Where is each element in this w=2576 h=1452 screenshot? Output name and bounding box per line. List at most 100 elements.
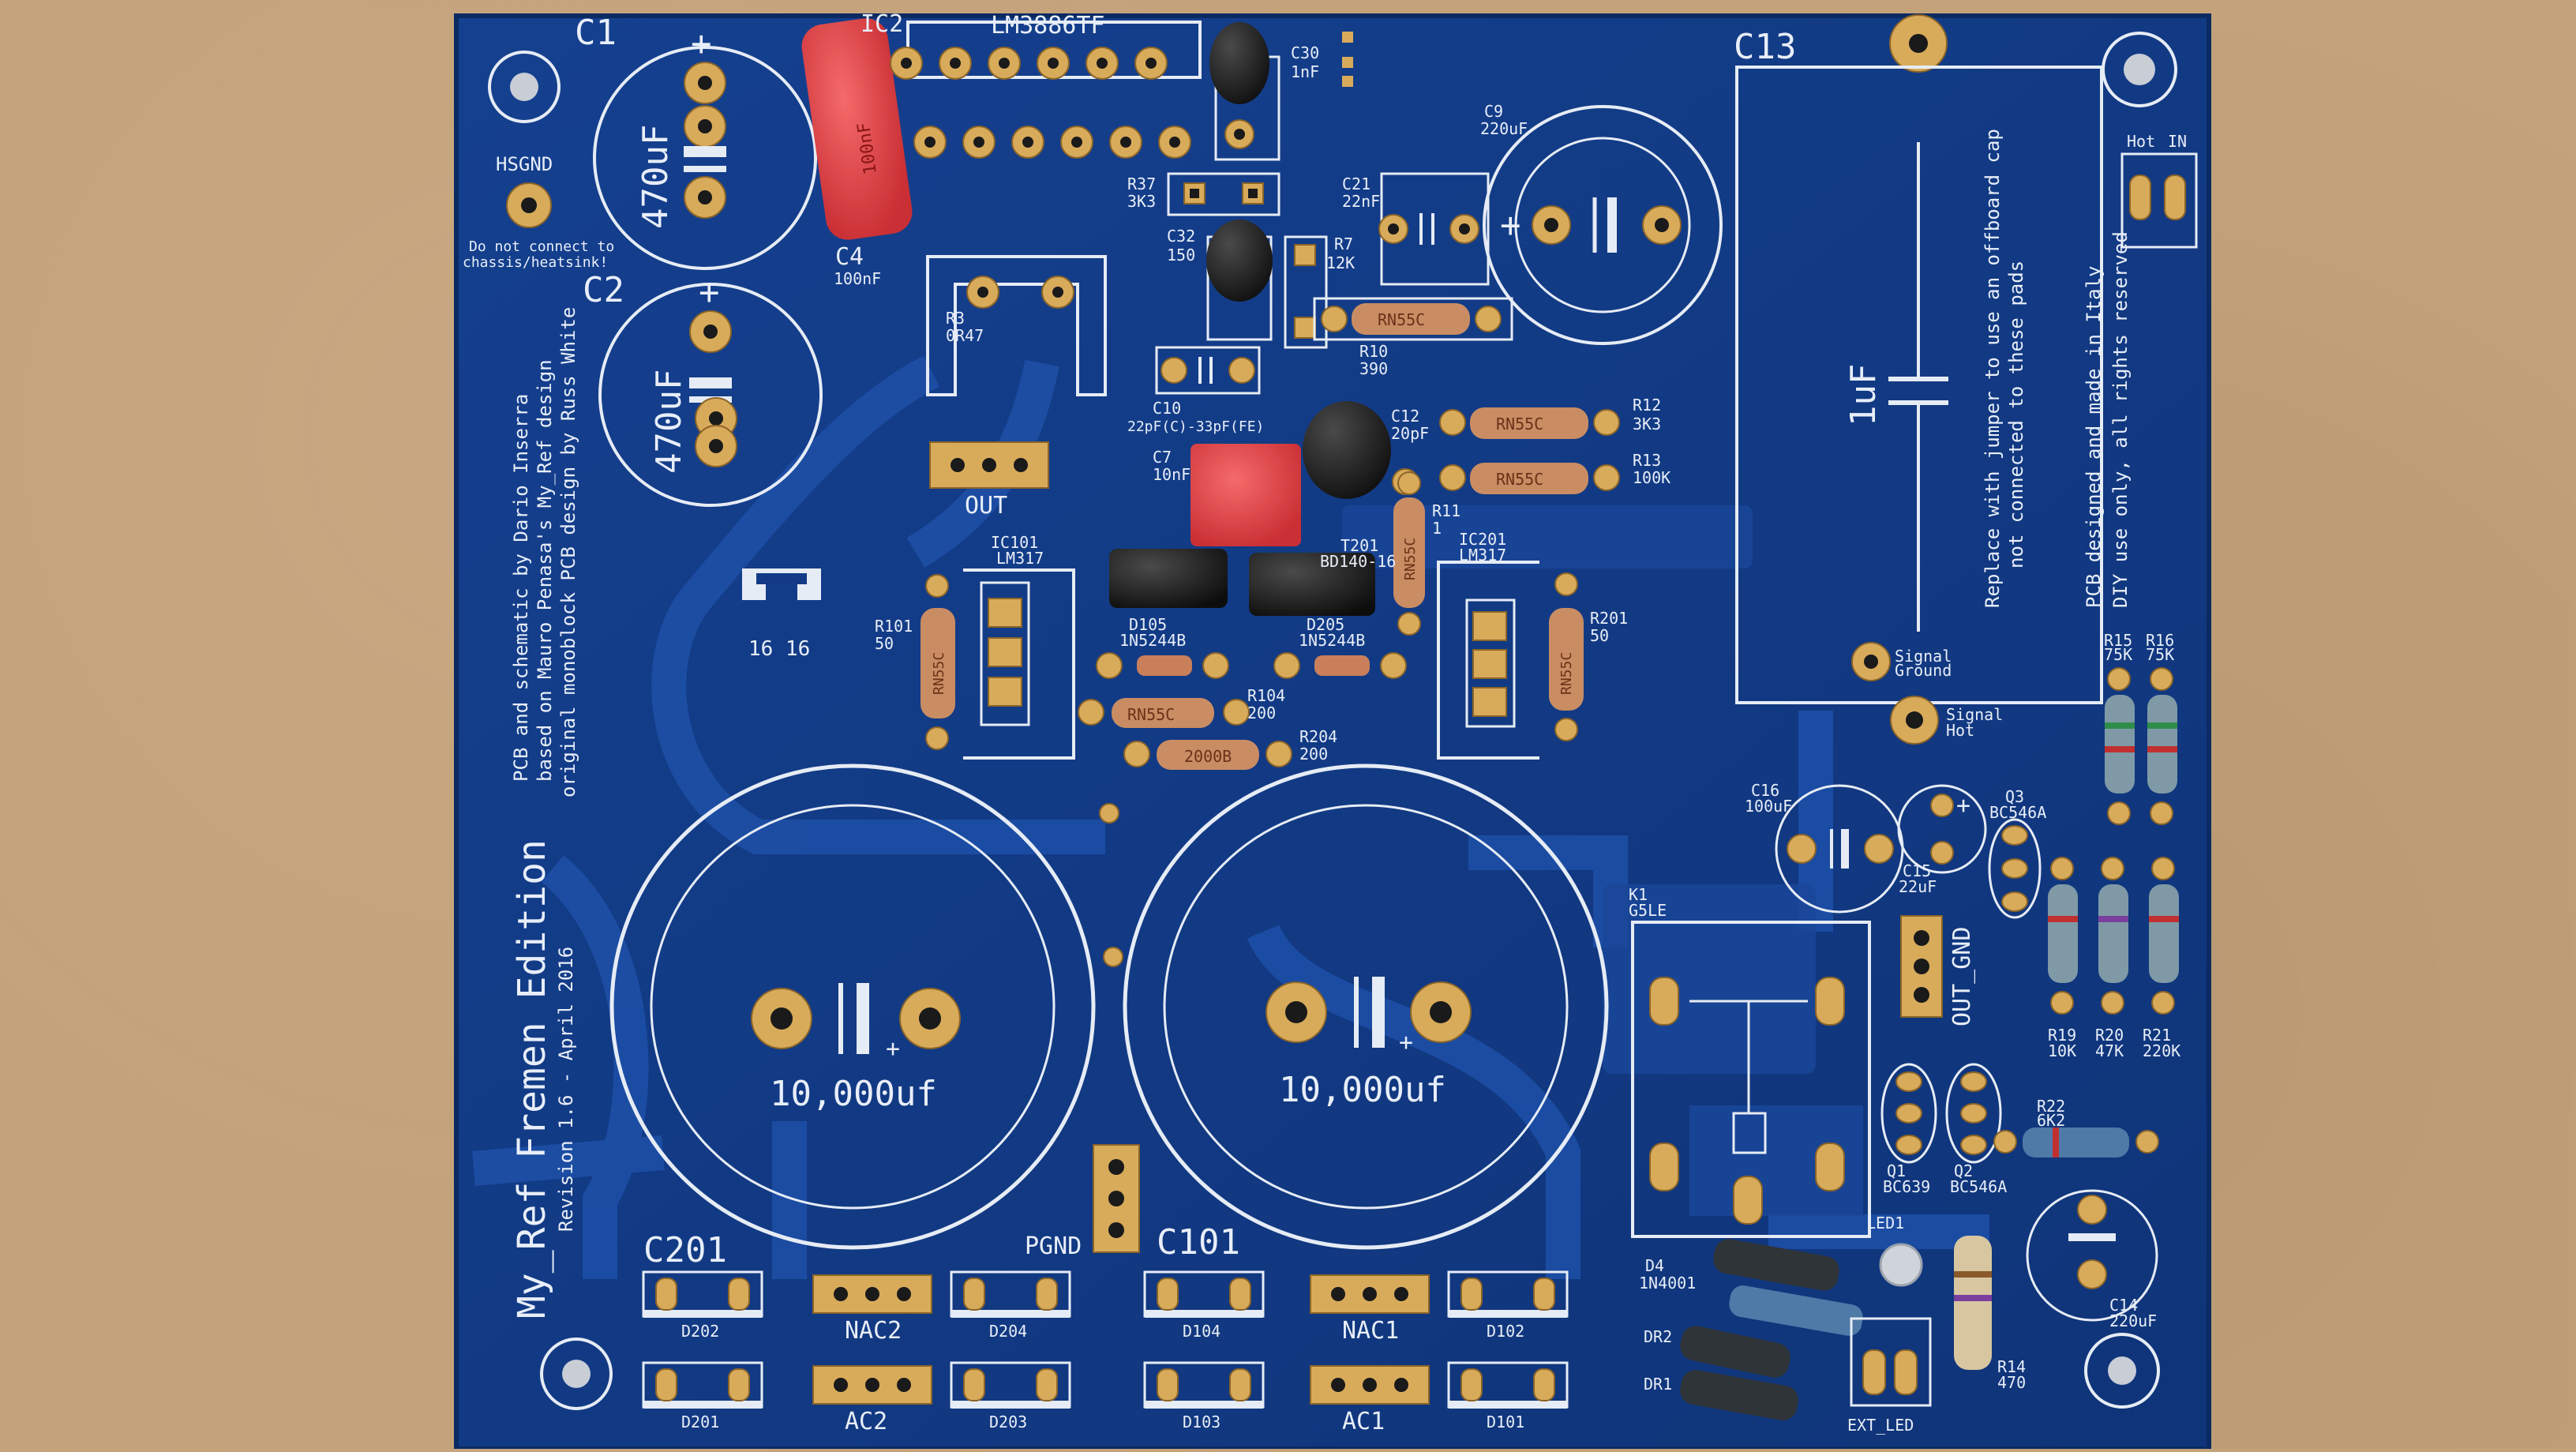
ic101-ref: IC101 <box>991 533 1038 552</box>
r13-value: 100K <box>1633 468 1670 487</box>
r20-ref: R20 <box>2095 1026 2124 1045</box>
c14-value: 220uF <box>2109 1311 2157 1330</box>
d105-part: 1N5244B <box>1119 631 1186 650</box>
svg-text:+: + <box>699 272 720 313</box>
c32-ref: C32 <box>1167 227 1195 246</box>
big-cap-right-label: 10,000uf <box>1279 1070 1446 1110</box>
ext-led-label: EXT_LED <box>1847 1416 1914 1435</box>
pad-cell-label: AC2 <box>845 1408 887 1435</box>
capacitor-c30: C30 1nF <box>1209 22 1353 161</box>
c32-value: 150 <box>1167 246 1195 265</box>
capacitor-c9: C9 220uF + <box>1480 102 1723 345</box>
ic2-pad <box>890 47 923 80</box>
ic101-part: LM317 <box>996 549 1044 568</box>
resistor-r3: R3 0R47 <box>926 255 1107 396</box>
c15-ref: C15 <box>1903 861 1931 880</box>
signal-hot-2: Hot <box>1946 721 1974 740</box>
pad-cell-label: D204 <box>989 1322 1027 1341</box>
hsgnd-note-2: chassis/heatsink! <box>463 254 608 271</box>
svg-text:+: + <box>886 1035 900 1063</box>
c101-label: C101 <box>1157 1222 1240 1263</box>
regulator-ic201: IC201 LM317 <box>1437 530 1539 760</box>
board-title: My_Ref Fremen Edition <box>510 839 554 1319</box>
resistor-r37: R37 3K3 <box>1127 172 1281 216</box>
r104-body-print: RN55C <box>1127 705 1175 724</box>
d4-part: 1N4001 <box>1639 1274 1696 1293</box>
ic2-pad <box>1158 126 1191 159</box>
credits-3: original monoblock PCB design by Russ Wh… <box>557 307 579 797</box>
capacitor-c4: 100nF C4 100nF <box>801 18 913 288</box>
d205-part: 1N5244B <box>1299 631 1365 650</box>
ic2-pad <box>1109 126 1142 159</box>
c13-note-1: Replace with jumper to use an offboard c… <box>1982 129 2004 608</box>
transistor-t201: T201 BD140-16 <box>1109 536 1396 616</box>
c13-value: 1uF <box>1843 364 1884 426</box>
resistor-r16: R16 75K <box>2146 631 2177 825</box>
c1-value: 470uF <box>636 125 676 229</box>
r204-body-print: 2000B <box>1184 747 1232 766</box>
k1-ref: K1 <box>1629 885 1648 904</box>
svg-text:+: + <box>1500 205 1521 246</box>
italy-note-1: PCB designed and made in Italy <box>2083 266 2105 608</box>
transistor-q3: Q3 BC546A <box>1988 787 2046 919</box>
hsgnd-label: HSGND <box>496 153 553 175</box>
resistor-r20: R20 47K <box>2095 857 2128 1060</box>
t201-ref: T201 <box>1340 536 1378 555</box>
resistor-r101: RN55C R101 50 <box>875 574 955 750</box>
hot-in-label-in: IN <box>2168 132 2187 151</box>
c15-value: 22uF <box>1899 877 1937 896</box>
hot-in-connector: Hot IN <box>2120 132 2198 249</box>
q2-part: BC546A <box>1950 1177 2007 1196</box>
r12-ref: R12 <box>1633 396 1661 415</box>
pad-cell-label: NAC2 <box>845 1317 902 1345</box>
capacitor-c15: + C15 22uF <box>1897 784 1987 896</box>
signal-ground-1: Signal <box>1895 647 1952 666</box>
out-terminal: OUT <box>929 441 1049 520</box>
ic2-pad <box>1086 47 1119 80</box>
ic2-pad <box>988 47 1021 80</box>
ic201-ref: IC201 <box>1459 530 1506 549</box>
ic2-pad <box>1011 126 1044 159</box>
r20-value: 47K <box>2095 1041 2124 1060</box>
ic2-pads <box>890 47 1191 159</box>
capacitor-c14: C14 220uF <box>2026 1189 2158 1330</box>
r37-value: 3K3 <box>1127 192 1156 211</box>
pad-cell-label: D202 <box>681 1322 719 1341</box>
pgnd-terminal: PGND <box>1025 1144 1140 1260</box>
resistor-r104: RN55C R104 200 <box>1078 686 1285 728</box>
capacitor-c32: C32 150 <box>1167 219 1273 341</box>
q1-ref: Q1 <box>1887 1161 1906 1180</box>
ic2-pad <box>939 47 972 80</box>
c14-ref: C14 <box>2109 1296 2138 1315</box>
c10-ref: C10 <box>1153 399 1181 418</box>
capacitor-c21: C21 22nF <box>1342 172 1490 286</box>
capacitor-c13: C13 1uF Replace with jumper to use an of… <box>1734 27 2103 704</box>
c21-value: 22nF <box>1342 192 1380 211</box>
r10-ref: R10 <box>1359 342 1388 361</box>
pad-cell-nac1: NAC1 <box>1310 1274 1430 1345</box>
signal-ground-2: Ground <box>1895 661 1952 680</box>
c10-value: 22pF(C)-33pF(FE) <box>1127 418 1264 435</box>
led1-label: LED1 <box>1866 1214 1904 1233</box>
transistor-q1: Q1 BC639 <box>1880 1063 1937 1196</box>
resistor-r19: R19 10K <box>2048 857 2078 1060</box>
r10-body-print: RN55C <box>1378 310 1425 329</box>
c2-value: 470uF <box>649 370 689 474</box>
resistor-r201: RN55C R201 50 <box>1549 572 1628 741</box>
pad-cell-ac2: AC2 <box>812 1365 932 1435</box>
big-cap-left-label: 10,000uf <box>770 1074 937 1114</box>
c30-ref: C30 <box>1291 43 1319 62</box>
ic2-pad <box>962 126 996 159</box>
pad-cell-d201: D201 <box>642 1361 763 1431</box>
r3-value: 0R47 <box>946 326 984 345</box>
credits-1: PCB and schematic by Dario Inserra <box>510 394 532 782</box>
r13-ref: R13 <box>1633 451 1661 470</box>
d105-ref: D105 <box>1129 615 1167 634</box>
c12-ref: C12 <box>1391 407 1419 426</box>
r3-ref: R3 <box>946 309 965 328</box>
r10-value: 390 <box>1359 359 1388 378</box>
capacitor-big-right: + 10,000uf <box>1123 764 1609 1250</box>
c21-ref: C21 <box>1342 174 1370 193</box>
